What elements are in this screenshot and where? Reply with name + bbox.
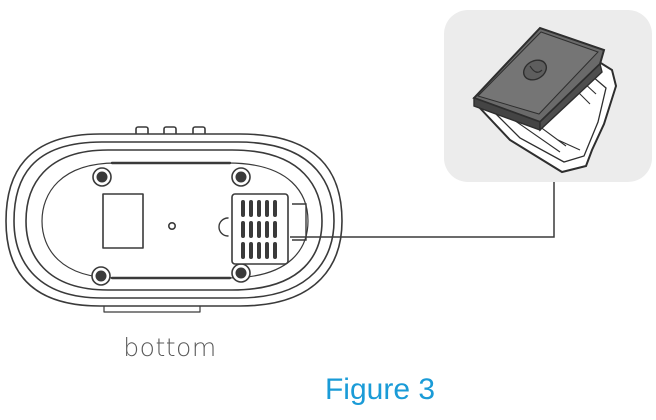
inner-base [25, 149, 323, 291]
vent-cover [231, 193, 289, 265]
bottom-seam [103, 305, 201, 313]
shell-rim [13, 141, 335, 299]
rubber-feet [91, 167, 251, 286]
label-plate [102, 193, 144, 249]
foot-bottom-left [91, 266, 111, 286]
foot-top-right [231, 167, 251, 187]
outer-shell [5, 133, 343, 307]
filter-cartridge-detail [444, 10, 652, 182]
device-bottom-view [5, 126, 343, 313]
foot-bottom-right [231, 263, 251, 283]
foot-top-left [92, 167, 112, 187]
vent-notch [218, 217, 229, 237]
figure-label: Figure 3 [324, 373, 436, 406]
leader-line [290, 182, 555, 238]
vent-latch [292, 203, 307, 241]
view-caption: bottom [123, 333, 217, 362]
center-screw-hole [168, 222, 177, 231]
